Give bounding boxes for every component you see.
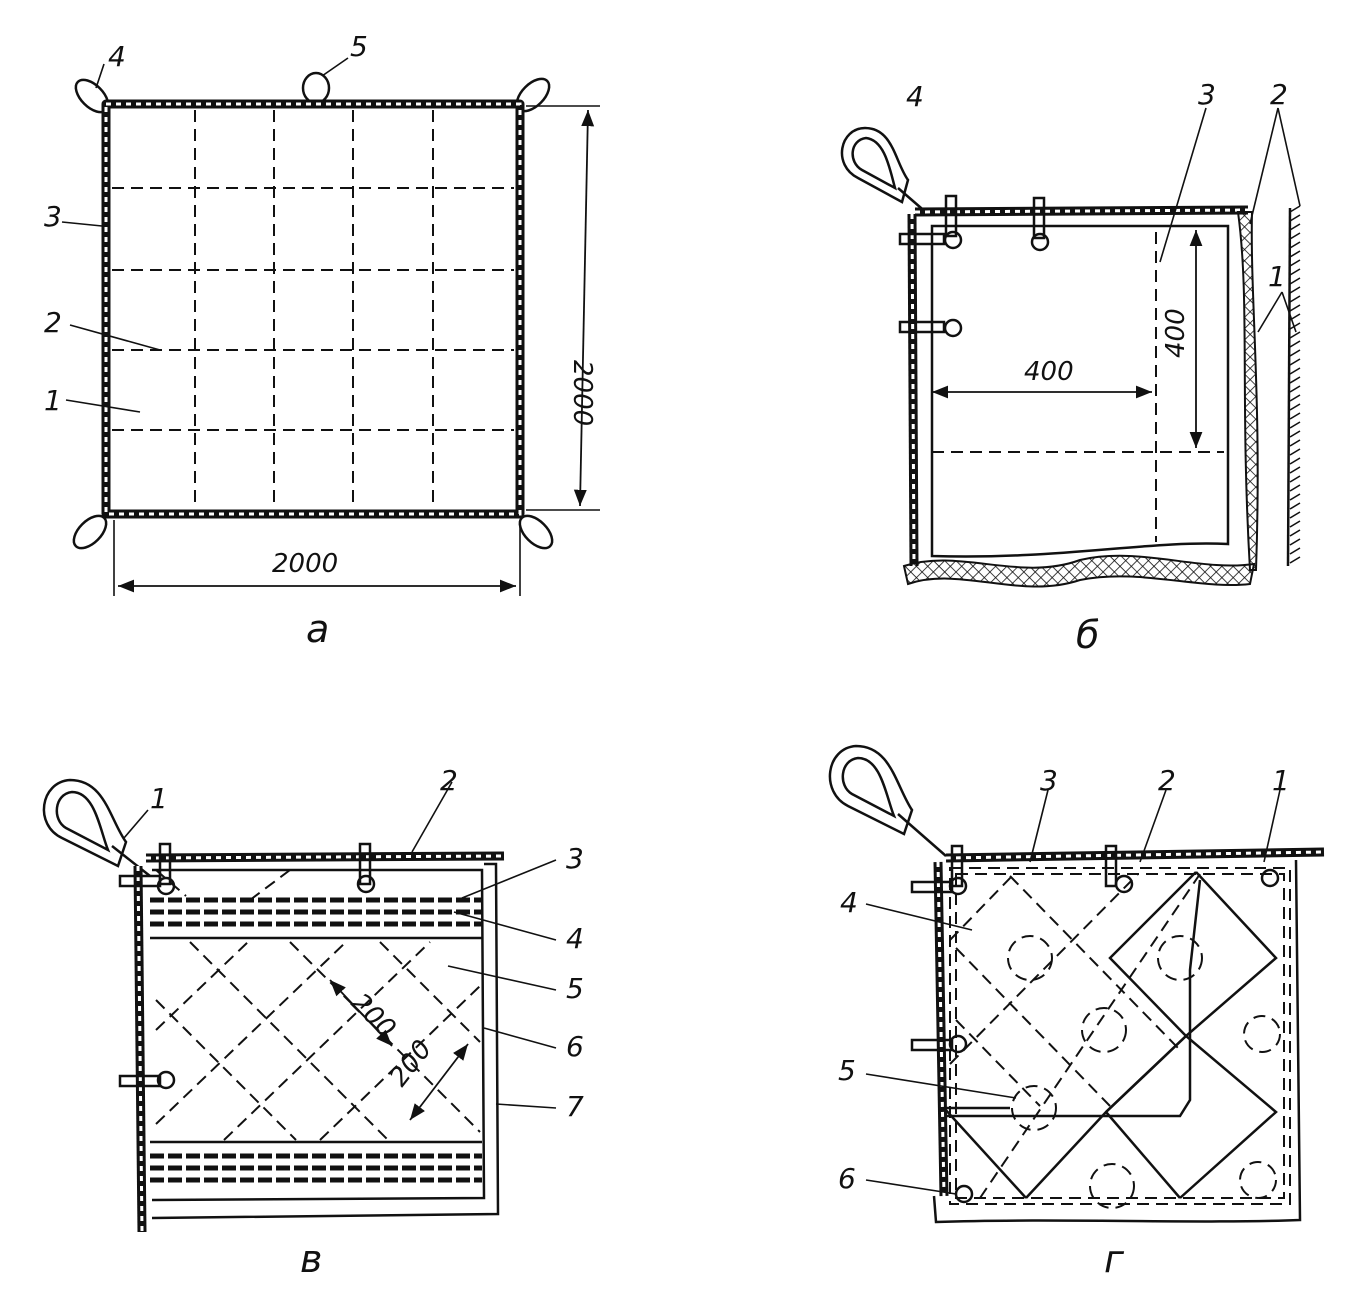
wall [1286,205,1301,567]
thimble-loop [840,126,929,215]
band-top [150,897,482,940]
label-a-3: 3 [44,200,62,233]
label-v-4: 4 [566,922,584,955]
top-loop [301,71,331,105]
label-a-1: 1 [44,384,62,417]
label-g-1: 1 [1272,764,1290,797]
net-bottom [902,554,1256,588]
dim-a-width: 2000 [272,549,338,579]
label-b-1: 1 [1268,260,1286,293]
dashed-circles [1007,935,1281,1209]
label-b-4: 4 [906,80,924,113]
diamond-stitches [155,869,481,1141]
label-v-6: 6 [566,1030,584,1063]
panel-v: 200 200 1 2 3 4 5 6 7 в [42,764,584,1281]
thimble-loop-v [42,778,151,877]
caption-v: в [300,1237,322,1281]
label-v-2: 2 [440,764,458,797]
panel-g: 3 2 1 4 5 6 г [828,744,1325,1281]
label-g-3: 3 [1040,764,1058,797]
dim-v-1: 200 [345,988,401,1044]
label-g-5: 5 [838,1054,856,1087]
band-bottom [150,1140,482,1183]
label-v-3: 3 [566,842,584,875]
caption-a: а [306,607,329,651]
thimble-loop-g [828,744,947,857]
panel-a: 1 2 3 4 5 2000 2000 а [44,30,600,651]
net-right [1236,211,1259,571]
rope-border [101,99,525,519]
dim-b-width: 400 [1024,357,1074,387]
label-v-5: 5 [566,972,584,1005]
dim-b-height: 400 [1161,308,1191,358]
label-a-5: 5 [350,30,368,63]
label-g-4: 4 [840,886,858,919]
label-g-6: 6 [838,1162,856,1195]
label-b-2: 2 [1270,78,1288,111]
eyelet-fasteners [898,194,1050,338]
label-a-4: 4 [108,40,126,73]
label-g-2: 2 [1158,764,1176,797]
label-v-7: 7 [566,1090,584,1123]
fasteners-v [118,842,376,1090]
label-b-3: 3 [1198,78,1216,111]
rope-net [943,871,1278,1199]
label-a-2: 2 [44,306,62,339]
stitch-grid [112,110,514,508]
label-v-1: 1 [150,782,168,815]
caption-b: б [1076,613,1099,657]
panel-b: 400 400 4 3 2 1 б [840,78,1301,657]
diamond-stitches-g [949,873,1201,1199]
dim-a-height: 2000 [567,360,597,426]
caption-g: г [1104,1237,1125,1281]
